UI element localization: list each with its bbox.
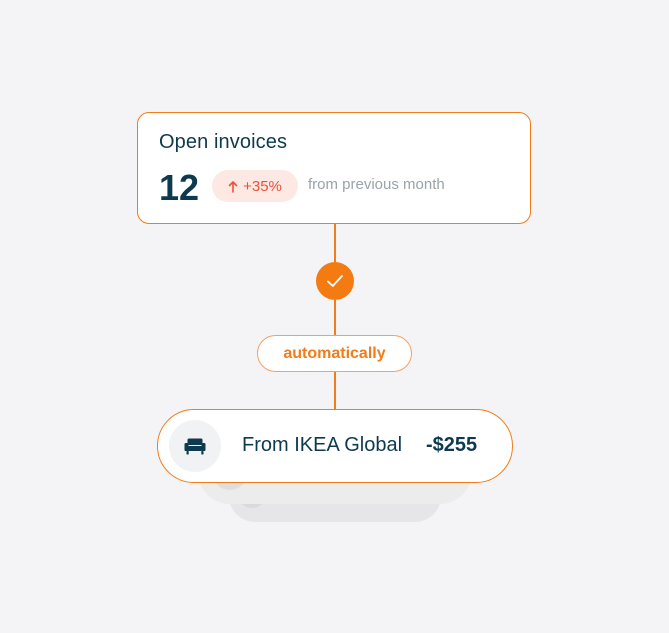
armchair-icon [169,420,221,472]
transaction-card[interactable]: From IKEA Global -$255 [157,409,513,483]
check-icon [316,262,354,300]
delta-badge: +35% [212,170,298,202]
open-invoices-title: Open invoices [159,131,288,153]
connector-line-bottom [334,372,336,409]
transaction-label: From IKEA Global [242,434,403,456]
open-invoices-card[interactable]: Open invoices 12 +35% from previous mont… [137,112,531,224]
delta-value: +35% [243,177,282,195]
automatically-pill: automatically [257,335,412,372]
connector-line-top [334,224,336,262]
transaction-amount: -$255 [426,434,478,456]
delta-caption: from previous month [308,176,445,193]
open-invoices-count: 12 [159,167,200,208]
connector-line-middle [334,300,336,335]
arrow-up-icon [228,180,238,193]
